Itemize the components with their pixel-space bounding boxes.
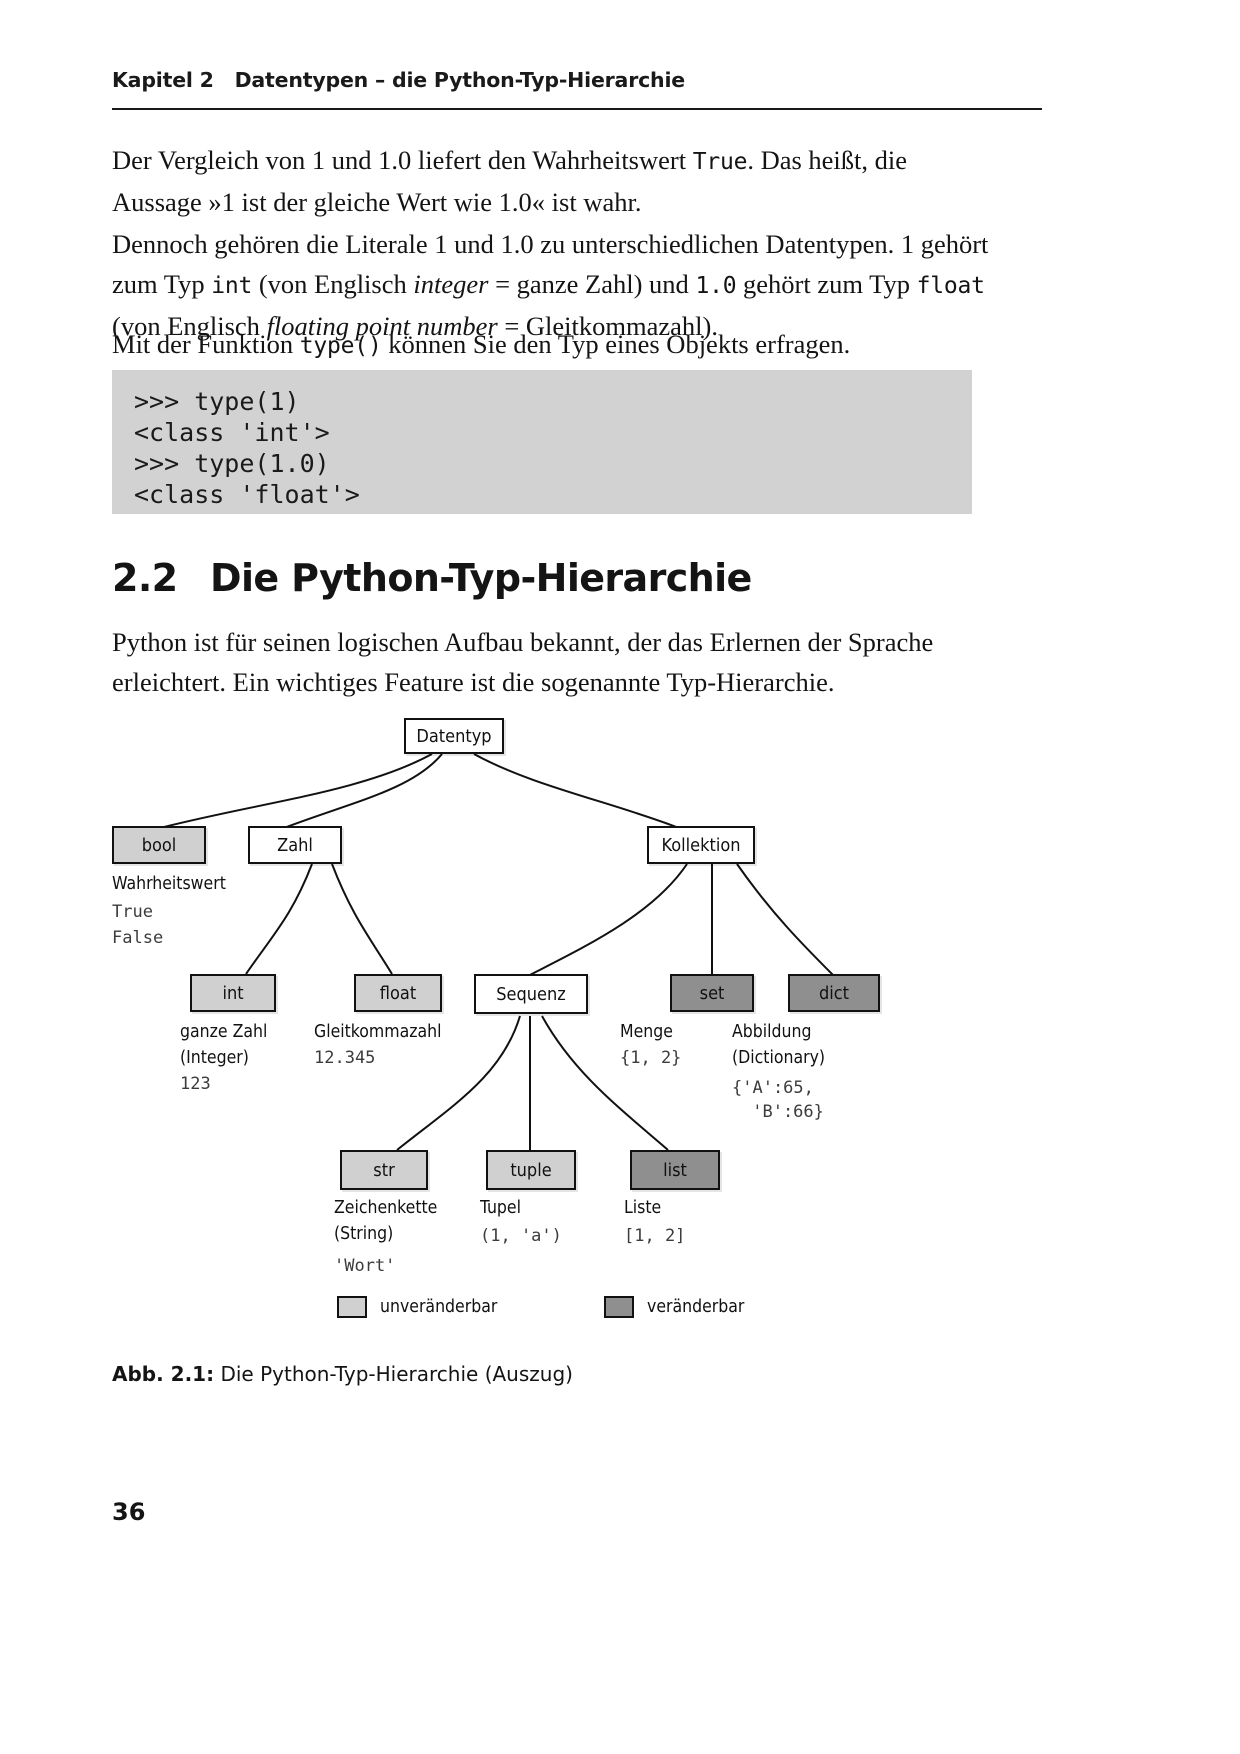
p1-text-a: Der Vergleich von 1 und 1.0 liefert den … bbox=[112, 145, 693, 175]
section-heading: 2.2 Die Python-Typ-Hierarchie bbox=[112, 556, 752, 600]
code-line: <class 'float'> bbox=[134, 480, 360, 509]
annotation-bool-value-false: False bbox=[112, 928, 164, 948]
code-line: >>> type(1.0) bbox=[134, 449, 330, 478]
p2-italic-integer: integer bbox=[413, 269, 489, 299]
node-dict[interactable]: dict bbox=[788, 974, 880, 1012]
annotation-float-value: 12.345 bbox=[314, 1048, 376, 1068]
annotation-list-title: Liste bbox=[624, 1198, 662, 1218]
annotation-set-value: {1, 2} bbox=[620, 1048, 682, 1068]
p2-inline-code-onepointzero: 1.0 bbox=[695, 273, 737, 299]
annotation-float-title: Gleitkommazahl bbox=[314, 1022, 442, 1042]
code-line: <class 'int'> bbox=[134, 418, 330, 447]
p3-inline-code-type: type() bbox=[299, 333, 382, 359]
p2-inline-code-float: float bbox=[916, 273, 985, 299]
node-label: Sequenz bbox=[496, 983, 566, 1005]
p2-text-e: (von Englisch bbox=[112, 311, 267, 341]
annotation-tuple-value: (1, 'a') bbox=[480, 1226, 562, 1246]
node-float[interactable]: float bbox=[354, 974, 442, 1012]
node-label: Datentyp bbox=[416, 725, 492, 747]
node-label: tuple bbox=[510, 1159, 552, 1181]
p2-italic-floating-point-number: floating point number bbox=[266, 311, 498, 341]
p2-inline-code-int: int bbox=[211, 273, 253, 299]
node-label: str bbox=[373, 1159, 395, 1181]
legend-swatch-mutable bbox=[604, 1296, 634, 1318]
annotation-str-value: 'Wort' bbox=[334, 1256, 396, 1276]
p2-text-c: = ganze Zahl) und bbox=[488, 269, 696, 299]
node-tuple[interactable]: tuple bbox=[486, 1150, 576, 1190]
figure-caption: Abb. 2.1: Die Python-Typ-Hierarchie (Aus… bbox=[112, 1362, 573, 1386]
tree-connector-lines bbox=[159, 753, 835, 1151]
annotation-int-subtitle: (Integer) bbox=[180, 1048, 249, 1068]
node-label: dict bbox=[818, 982, 850, 1004]
code-line: >>> type(1) bbox=[134, 387, 300, 416]
paragraph-2: Dennoch gehören die Literale 1 und 1.0 z… bbox=[112, 224, 994, 346]
node-label: Kollektion bbox=[661, 834, 741, 856]
node-int[interactable]: int bbox=[190, 974, 276, 1012]
legend-label-immutable: unveränderbar bbox=[380, 1297, 498, 1317]
p2-text-f: = Gleitkommazahl). bbox=[497, 311, 718, 341]
node-label: float bbox=[379, 982, 417, 1004]
node-label: bool bbox=[141, 834, 177, 856]
annotation-dict-value-line1: {'A':65, bbox=[732, 1078, 814, 1098]
paragraph-4: Python ist für seinen logischen Aufbau b… bbox=[112, 627, 934, 697]
p3-text-b: können Sie den Typ eines Objekts erfrage… bbox=[381, 329, 851, 359]
annotation-dict-value-line2: 'B':66} bbox=[742, 1102, 824, 1122]
p1-text-b: . Das heißt, die Aussage »1 ist der glei… bbox=[112, 145, 908, 217]
node-label: int bbox=[222, 982, 244, 1004]
running-head-chapter-title: Datentypen – die Python-Typ-Hierarchie bbox=[234, 68, 686, 92]
node-datentyp[interactable]: Datentyp bbox=[404, 718, 504, 754]
page-number: 36 bbox=[112, 1498, 146, 1526]
annotation-bool-title: Wahrheitswert bbox=[112, 874, 226, 894]
node-set[interactable]: set bbox=[670, 974, 754, 1012]
figure-caption-text: Die Python-Typ-Hierarchie (Auszug) bbox=[214, 1362, 573, 1386]
node-label: list bbox=[663, 1159, 687, 1181]
annotation-str-subtitle: (String) bbox=[334, 1224, 394, 1244]
annotation-tuple-title: Tupel bbox=[480, 1198, 521, 1218]
figure-caption-label: Abb. 2.1: bbox=[112, 1362, 215, 1386]
annotation-set-title: Menge bbox=[620, 1022, 673, 1042]
node-list[interactable]: list bbox=[630, 1150, 720, 1190]
figure-type-hierarchy: Datentyp bool Zahl Kollektion Wahrheitsw… bbox=[112, 706, 1002, 1326]
annotation-int-title: ganze Zahl bbox=[180, 1022, 268, 1042]
p2-text-d: gehört zum Typ bbox=[736, 269, 917, 299]
node-label: set bbox=[699, 982, 725, 1004]
annotation-bool-value-true: True bbox=[112, 902, 153, 922]
legend-swatch-immutable bbox=[337, 1296, 367, 1318]
annotation-str-title: Zeichenkette bbox=[334, 1198, 438, 1218]
annotation-list-value: [1, 2] bbox=[624, 1226, 686, 1246]
p2-text-b: (von Englisch bbox=[252, 269, 414, 299]
p1-inline-code-true: True bbox=[692, 149, 748, 175]
node-bool[interactable]: bool bbox=[112, 826, 206, 864]
running-head: Kapitel 2 Datentypen – die Python-Typ-Hi… bbox=[112, 68, 1042, 92]
paragraph-3: Mit der Funktion type() können Sie den T… bbox=[112, 324, 994, 366]
node-kollektion[interactable]: Kollektion bbox=[647, 826, 755, 864]
p3-text-a: Mit der Funktion bbox=[112, 329, 300, 359]
paragraph-1: Der Vergleich von 1 und 1.0 liefert den … bbox=[112, 140, 994, 222]
annotation-int-value: 123 bbox=[180, 1074, 211, 1094]
running-head-chapter-label: Kapitel 2 bbox=[112, 68, 214, 92]
node-label: Zahl bbox=[277, 834, 313, 856]
node-zahl[interactable]: Zahl bbox=[248, 826, 342, 864]
code-block: >>> type(1) <class 'int'> >>> type(1.0) … bbox=[112, 370, 972, 514]
annotation-dict-title: Abbildung bbox=[732, 1022, 812, 1042]
section-title: Die Python-Typ-Hierarchie bbox=[210, 556, 752, 600]
p2-text-a: Dennoch gehören die Literale 1 und 1.0 z… bbox=[112, 229, 989, 299]
running-head-rule bbox=[112, 108, 1042, 110]
node-sequenz[interactable]: Sequenz bbox=[474, 974, 588, 1014]
section-number: 2.2 bbox=[112, 556, 178, 600]
legend-label-mutable: veränderbar bbox=[647, 1297, 745, 1317]
annotation-dict-subtitle: (Dictionary) bbox=[732, 1048, 826, 1068]
running-head-spacer bbox=[214, 68, 235, 92]
node-str[interactable]: str bbox=[340, 1150, 428, 1190]
